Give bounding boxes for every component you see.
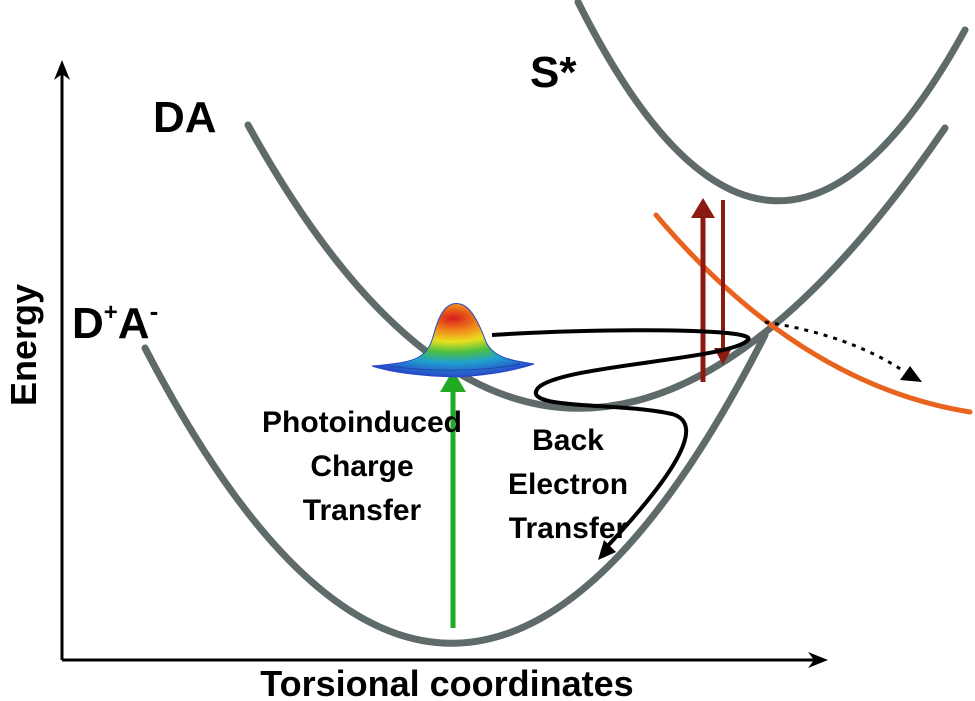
dotted-crossing-arrow (764, 320, 922, 382)
da-curve (244, 121, 949, 412)
y-axis-label: Energy (3, 284, 44, 406)
da-label: DA (153, 93, 217, 142)
wavepacket-surface-icon (371, 303, 535, 378)
x-axis-label: Torsional coordinates (260, 663, 633, 701)
back-line-3: Transfer (509, 512, 628, 545)
back-line-1: Back (532, 424, 604, 457)
back-electron-transfer-label: Back Electron Transfer (508, 424, 628, 545)
dplus-d: D (72, 299, 104, 348)
d-plus-a-minus-curve (141, 331, 769, 647)
excitation-arrow (440, 370, 466, 628)
photoinduced-line-2: Charge (310, 450, 413, 483)
orange-state-curve (653, 212, 973, 415)
x-axis (62, 652, 828, 668)
y-axis (54, 60, 70, 660)
s-star-curve (574, 0, 969, 205)
dplus-sup: + (104, 299, 118, 326)
photoinduced-line-3: Transfer (303, 494, 422, 527)
back-electron-transfer-path (491, 328, 751, 554)
aminus-a: A (118, 299, 150, 348)
photoinduced-charge-transfer-label: Photoinduced Charge Transfer (262, 406, 462, 527)
back-electron-arrowhead (598, 540, 616, 560)
aminus-sup: - (150, 296, 159, 326)
d-plus-a-minus-label: D+A- (72, 296, 158, 348)
s-star-label: S* (530, 48, 577, 97)
back-line-2: Electron (508, 468, 628, 501)
photoinduced-line-1: Photoinduced (262, 406, 462, 439)
